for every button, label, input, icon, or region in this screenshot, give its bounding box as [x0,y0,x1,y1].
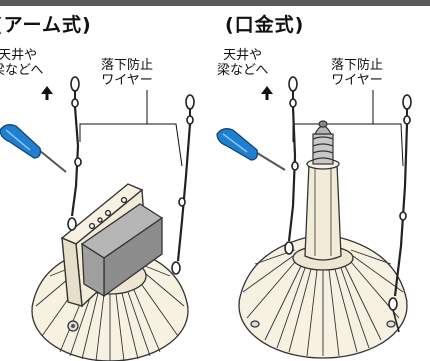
wire-leader-lines [292,90,404,167]
safety-wire-label: 落下防止 ワイヤー [331,58,384,88]
gray-mount-box [80,203,164,298]
socket-type-title: (口金式) [225,14,305,36]
arm-type-panel: (アーム式) 天井や 梁などへ 落下防止 ワイヤー [0,6,215,361]
left-safety-wire [284,76,299,255]
screw-base-socket [312,120,334,165]
socket-neck-column [304,158,342,261]
ceiling-label: 天井や 梁などへ [217,48,269,78]
socket-type-panel: (口金式) 天井や 梁などへ 落下防止 ワイヤー [215,6,430,361]
safety-wire-label: 落下防止 ワイヤー [101,58,154,88]
wire-leader-lines [79,90,183,167]
arm-type-title: (アーム式) [0,14,92,36]
right-safety-wire [171,94,195,275]
socket-fixture-body [238,233,408,359]
base-screw-icon [67,320,79,332]
top-bar [0,0,430,6]
arm-type-illustration [0,76,195,361]
up-arrow-icon [41,86,53,100]
left-safety-wire [67,76,82,231]
screwdriver-icon [0,124,67,173]
socket-type-illustration [216,76,412,359]
ceiling-label: 天井や 梁などへ [0,48,44,78]
right-safety-wire [388,94,412,333]
up-arrow-icon [261,86,273,100]
screwdriver-icon [216,128,286,171]
